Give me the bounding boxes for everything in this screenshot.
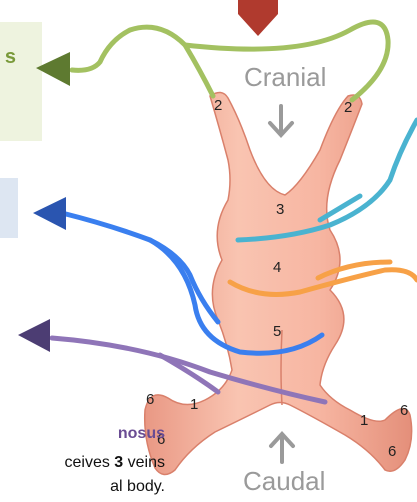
caption-line-1-suffix: veins: [123, 454, 165, 471]
uterus-body: [145, 92, 412, 474]
segment-2-left: 2: [214, 97, 222, 114]
segment-4: 4: [273, 259, 281, 276]
segment-6-left-top: 6: [146, 391, 154, 408]
caption-title: nosus: [0, 425, 165, 443]
segment-2-right: 2: [344, 99, 352, 116]
blue-arrow-icon: [33, 197, 66, 230]
green-vessel: [72, 27, 213, 96]
caudal-arrow-icon: [271, 434, 293, 462]
caption-line-1-bold: 3: [114, 454, 123, 471]
segment-6-right-bottom: 6: [388, 443, 396, 460]
caudal-label: Caudal: [243, 466, 325, 497]
caption-line-1-prefix: ceives: [65, 454, 115, 471]
cranial-arrow-icon: [270, 106, 292, 135]
blue-vessel-branch: [150, 240, 218, 322]
cranial-label: Cranial: [244, 62, 326, 93]
caption-line-1: ceives 3 veins: [0, 454, 165, 472]
green-arrow-icon: [36, 52, 70, 86]
purple-arrow-icon: [18, 319, 50, 352]
caption-line-2: al body.: [0, 478, 165, 496]
red-arrow-icon: [238, 0, 278, 36]
segment-5: 5: [273, 323, 281, 340]
segment-3: 3: [276, 201, 284, 218]
segment-1-left: 1: [190, 396, 198, 413]
segment-1-right: 1: [360, 412, 368, 429]
segment-6-right-top: 6: [400, 402, 408, 419]
